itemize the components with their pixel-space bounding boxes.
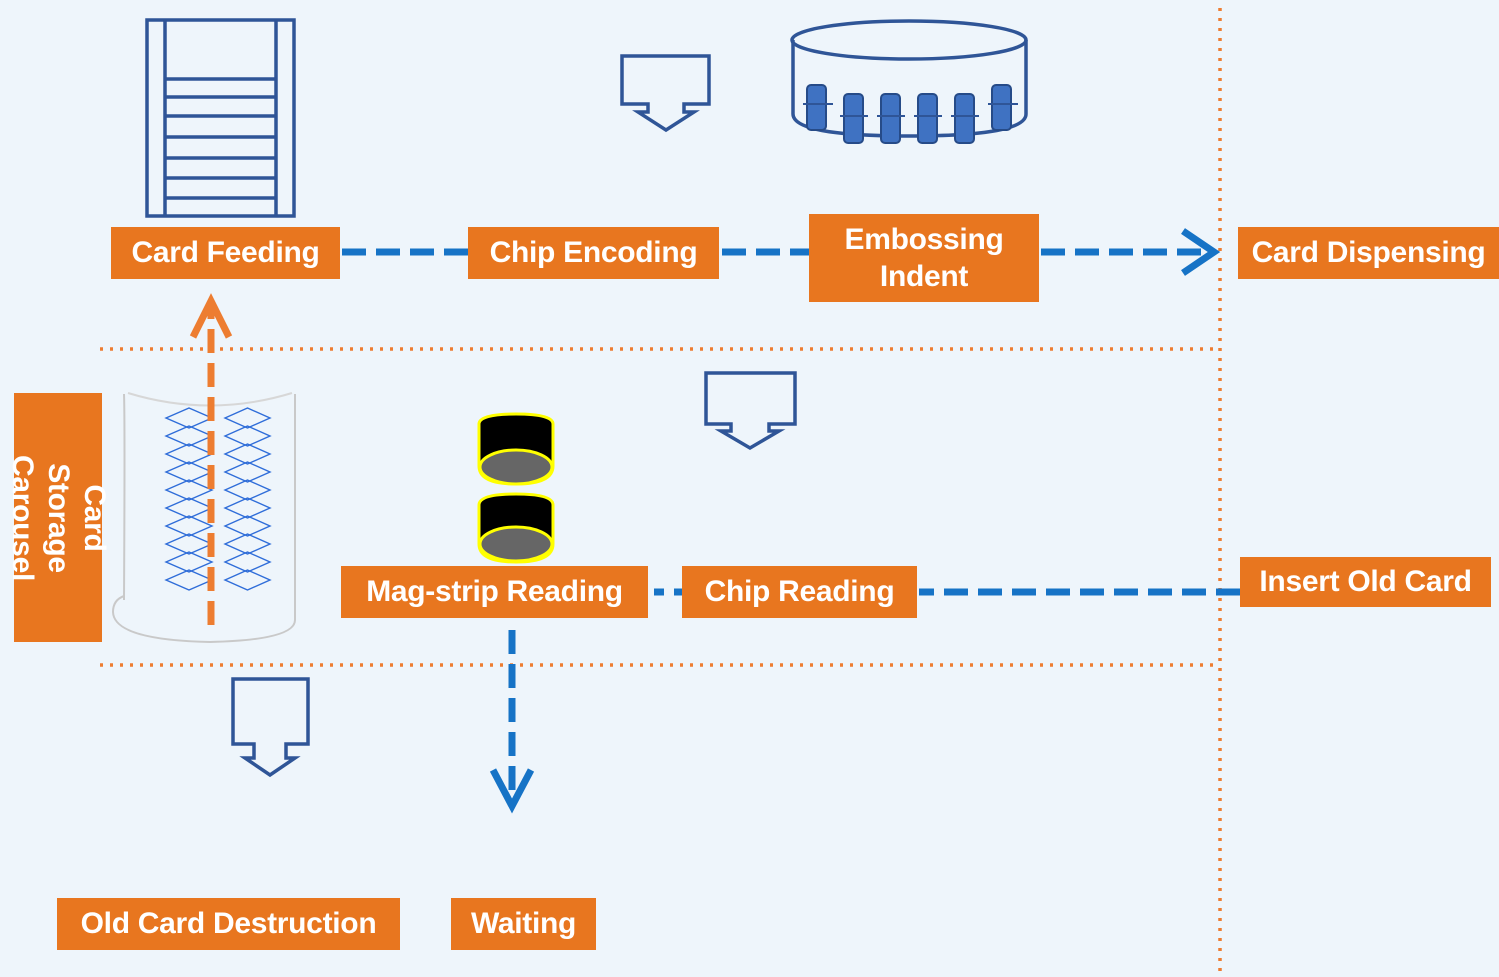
embossing-drum-icon — [790, 19, 1028, 144]
embossing-indent-label: Embossing Indent — [809, 214, 1039, 302]
carousel-card — [164, 461, 214, 483]
carousel-card — [223, 461, 272, 483]
card-shredder-icon — [231, 677, 310, 778]
carousel-card — [164, 569, 214, 591]
carousel-card — [164, 407, 214, 429]
carousel-card — [164, 533, 214, 555]
edge-mag-strip-reading-to-waiting-arrowhead — [489, 768, 535, 814]
chip-encoding-label: Chip Encoding — [468, 227, 719, 279]
carousel-card — [164, 551, 214, 573]
card-storage-carousel-label: Card Storage Carousel — [6, 393, 111, 642]
carousel-card — [164, 497, 214, 519]
edge-card-storage-carousel-to-card-feeding-arrowhead — [189, 293, 233, 339]
waiting-label: Waiting — [451, 898, 596, 950]
chip-reader-icon — [704, 371, 797, 451]
carousel-card — [223, 407, 272, 429]
carousel-card — [164, 515, 214, 537]
card-carousel-icon — [111, 392, 296, 644]
chip-encoder-icon — [620, 54, 711, 133]
edge-embossing-indent-to-card-dispensing-arrowhead — [1181, 228, 1221, 276]
card-feeding-label: Card Feeding — [111, 227, 340, 279]
carousel-card — [223, 497, 272, 519]
carousel-card — [223, 569, 272, 591]
carousel-card — [223, 479, 272, 501]
carousel-card — [164, 425, 214, 447]
mag-strip-roller-icon — [477, 412, 555, 564]
carousel-card — [223, 533, 272, 555]
chip-reading-label: Chip Reading — [682, 566, 917, 618]
carousel-card — [223, 551, 272, 573]
carousel-card — [164, 479, 214, 501]
carousel-card — [223, 425, 272, 447]
card-storage-carousel-text: Card Storage Carousel — [6, 454, 112, 581]
card-hopper-icon — [145, 18, 296, 218]
mag-strip-reading-label: Mag-strip Reading — [341, 566, 648, 618]
card-dispensing-label: Card Dispensing — [1238, 227, 1499, 279]
carousel-card — [223, 515, 272, 537]
carousel-card — [164, 443, 214, 465]
carousel-card — [223, 443, 272, 465]
old-card-destruction-label: Old Card Destruction — [57, 898, 400, 950]
insert-old-card-label: Insert Old Card — [1240, 557, 1491, 607]
